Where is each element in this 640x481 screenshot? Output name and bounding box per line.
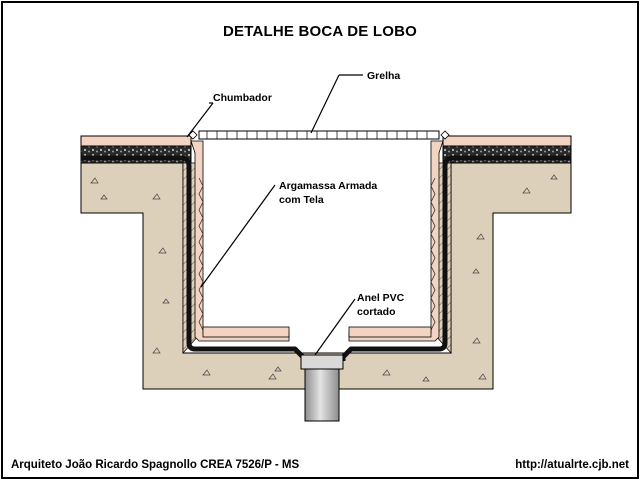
website-link[interactable]: http://atualrte.cjb.net xyxy=(515,459,629,471)
anchor-bolt-left xyxy=(188,130,198,140)
label-chumbador: Chumbador xyxy=(213,92,272,104)
grate-bars xyxy=(206,131,428,139)
author-credit: Arquiteto João Ricardo Spagnollo CREA 75… xyxy=(11,459,300,471)
mesh-right xyxy=(430,177,436,331)
floor-slab-left xyxy=(202,326,290,338)
label-anel-1: Anel PVC xyxy=(357,292,405,304)
anchor-bolt-right xyxy=(440,130,450,140)
section-drawing: Grelha Chumbador Argamassa Armada com Te… xyxy=(80,70,572,422)
floor-slab-right xyxy=(348,326,432,338)
waterproofing-membrane xyxy=(81,155,571,361)
pvc-ring xyxy=(300,354,344,370)
mesh-left xyxy=(198,177,204,331)
label-argamassa-2: com Tela xyxy=(279,194,324,206)
leader-lines xyxy=(186,74,363,356)
label-anel-2: cortado xyxy=(357,306,396,318)
drain-pipe xyxy=(304,368,340,422)
drawing-title: DETALHE BOCA DE LOBO xyxy=(223,23,417,40)
grate xyxy=(198,130,440,140)
label-grelha: Grelha xyxy=(367,70,400,82)
aggregate-marks xyxy=(90,174,558,382)
mortar-lining xyxy=(190,140,444,342)
label-argamassa-1: Argamassa Armada xyxy=(279,180,377,192)
